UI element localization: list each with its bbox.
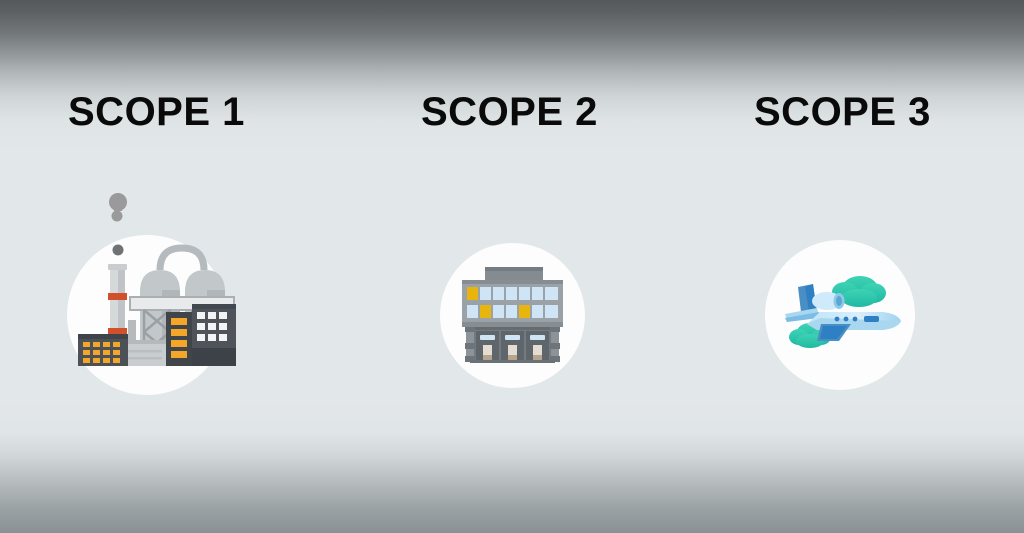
smoke-puff-group bbox=[109, 193, 127, 256]
ground-floor bbox=[474, 327, 551, 361]
heading-scope-2: SCOPE 2 bbox=[421, 90, 598, 134]
cockpit-window bbox=[864, 316, 879, 322]
factory-right-building bbox=[192, 304, 236, 366]
factory-left-building bbox=[78, 334, 128, 366]
heading-scope-1: SCOPE 1 bbox=[68, 90, 245, 134]
headings-row: SCOPE 1 SCOPE 2 SCOPE 3 bbox=[0, 84, 1024, 140]
factory-orange-tower bbox=[166, 312, 192, 366]
office-building-icon bbox=[440, 243, 585, 388]
window-row-1 bbox=[467, 287, 558, 300]
airplane-icon bbox=[765, 240, 915, 390]
cabin-windows bbox=[834, 316, 858, 322]
engine bbox=[812, 292, 845, 310]
heading-scope-3: SCOPE 3 bbox=[754, 90, 931, 134]
window-row-2 bbox=[467, 305, 558, 318]
factory-icon bbox=[60, 180, 240, 395]
upper-facade bbox=[462, 280, 563, 327]
factory-mid-building bbox=[124, 340, 166, 366]
building-base bbox=[470, 360, 555, 363]
